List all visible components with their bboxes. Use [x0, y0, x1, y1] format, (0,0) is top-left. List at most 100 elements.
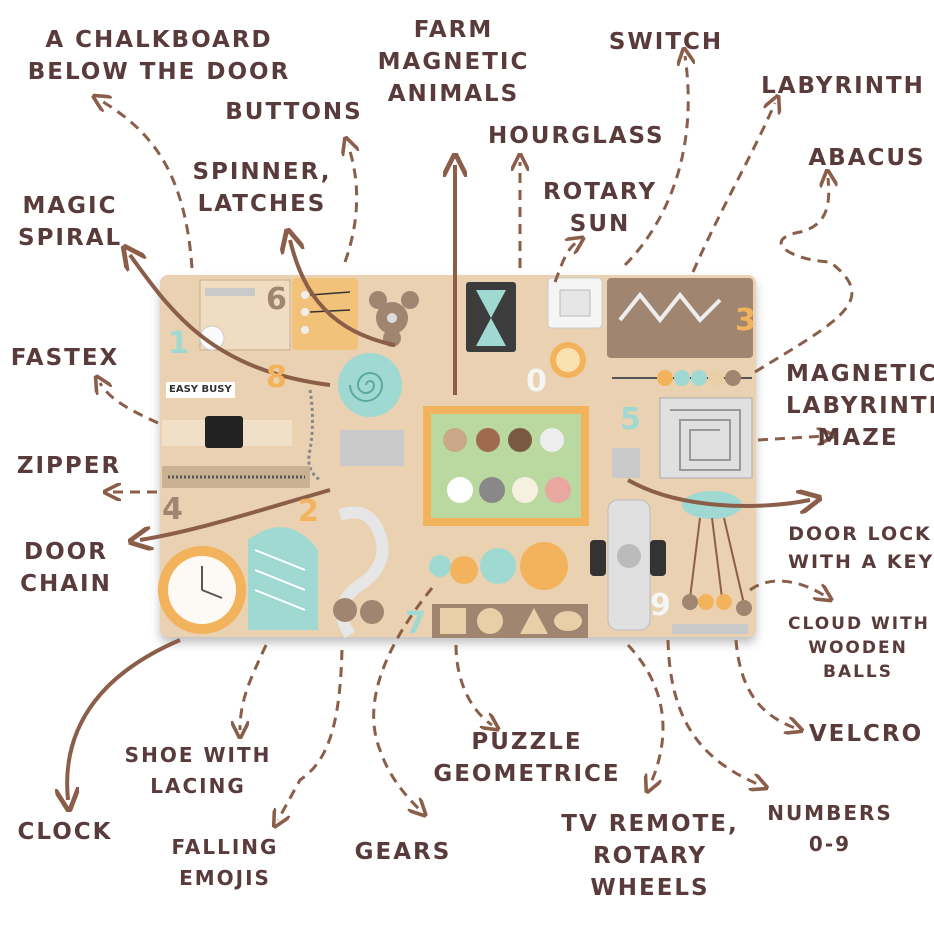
switch [547, 277, 603, 329]
label-cloud-line2: WOODEN [808, 638, 908, 658]
label-magic-spiral-line1: MAGIC [22, 193, 118, 219]
label-cloud-line3: BALLS [822, 662, 894, 682]
label-tv-remote-line1: TV REMOTE, [561, 811, 739, 837]
label-numbers-line1: NUMBERS [767, 801, 893, 825]
falling-emojis [333, 506, 389, 639]
label-door-chain-line2: CHAIN [20, 571, 112, 597]
label-zipper: ZIPPER [16, 453, 122, 479]
label-spinner-line1: SPINNER, [192, 159, 332, 185]
label-puzzle-line1: PUZZLE [471, 729, 583, 755]
arrow-door-chain [140, 488, 331, 540]
label-abacus: ABACUS [808, 145, 926, 171]
label-rotary-sun: ROTARY SUN [538, 176, 662, 240]
arrow-falling-emojis [278, 649, 344, 820]
board-number-4: 4 [162, 492, 185, 527]
buttons-panel [292, 278, 358, 350]
annotation-arrows [100, 56, 854, 820]
board-number-9: 9 [650, 588, 673, 623]
label-cloud-line1: CLOUD WITH [788, 614, 930, 634]
label-maze-line1: MAGNETIC [786, 361, 934, 387]
label-buttons: BUTTONS [225, 99, 363, 125]
label-rotary-sun-line2: SUN [569, 211, 631, 237]
arrow-buttons [345, 145, 357, 263]
clock [158, 546, 246, 634]
label-farm-line2: MAGNETIC [377, 49, 530, 75]
cloud-wooden-balls [682, 491, 752, 616]
arrow-cloud [749, 579, 825, 596]
label-numbers: NUMBERS 0-9 [762, 798, 898, 860]
board-number-2: 2 [298, 494, 321, 529]
chalkboard-door [199, 279, 291, 351]
label-spinner: SPINNER, LATCHES [188, 156, 336, 220]
label-puzzle-line2: GEOMETRICE [433, 761, 621, 787]
label-fastex: FASTEX [10, 345, 120, 371]
board-number-7: 7 [405, 606, 428, 641]
label-puzzle: PUZZLE GEOMETRICE [430, 726, 624, 790]
label-door-lock-line1: DOOR LOCK [788, 523, 932, 545]
label-farm-line1: FARM [413, 17, 494, 43]
door-chain-latch [307, 389, 404, 482]
label-cloud: CLOUD WITH WOODEN BALLS [788, 612, 928, 684]
arrow-spinner [290, 240, 396, 347]
magnetic-maze [659, 397, 753, 479]
label-shoe: SHOE WITH LACING [120, 740, 276, 802]
label-falling-emojis-line2: EMOJIS [179, 866, 271, 890]
label-door-chain-line1: DOOR [24, 539, 108, 565]
label-switch: SWITCH [608, 29, 724, 55]
label-gears: GEARS [354, 839, 452, 865]
label-magic-spiral-line2: SPIRAL [18, 225, 123, 251]
label-chalkboard-line2: BELOW THE DOOR [27, 59, 291, 85]
solid-arrows [67, 165, 810, 800]
labyrinth-panel: 3 [607, 278, 756, 358]
label-falling-emojis: FALLING EMOJIS [166, 832, 284, 894]
arrow-magic-spiral [130, 255, 331, 387]
arrow-fastex [100, 383, 159, 425]
board-number-5: 5 [620, 402, 643, 437]
svg-text:3: 3 [735, 303, 756, 338]
tv-remote [590, 499, 666, 631]
shoe-lacing [248, 527, 318, 630]
arrow-tv-remote [626, 643, 665, 785]
label-maze-line3: MAZE [817, 425, 899, 451]
arrow-gears [372, 587, 434, 810]
fastex [162, 416, 292, 448]
hourglass [466, 282, 516, 352]
brand-logo: Easy Busy [166, 382, 235, 398]
gears [429, 542, 568, 590]
label-maze-line2: LABYRINTH [786, 393, 934, 419]
arrow-clock [67, 638, 181, 800]
arrow-door-lock [627, 478, 810, 506]
arrow-velcro [734, 639, 795, 728]
label-shoe-line1: SHOE WITH [124, 743, 272, 767]
abacus [612, 370, 752, 386]
label-farm: FARM MAGNETIC ANIMALS [366, 14, 541, 110]
arrow-chalkboard [100, 100, 194, 269]
label-clock: CLOCK [17, 819, 113, 845]
animal-puzzle-frame [423, 406, 589, 526]
board-number-0: 0 [526, 364, 549, 399]
magic-spiral [338, 353, 402, 417]
label-rotary-sun-line1: ROTARY [542, 179, 658, 205]
label-numbers-line2: 0-9 [808, 832, 852, 856]
arrow-numbers [666, 639, 760, 785]
label-door-lock-line2: WITH A KEY [788, 551, 934, 573]
arrow-shoe [240, 644, 268, 730]
label-magic-spiral: MAGIC SPIRAL [18, 190, 122, 254]
label-shoe-line2: LACING [150, 774, 246, 798]
arrow-switch [623, 56, 688, 267]
arrow-maze [757, 436, 826, 440]
label-tv-remote-line3: WHEELS [590, 875, 710, 901]
label-spinner-line2: LATCHES [197, 191, 327, 217]
arrow-puzzle [454, 644, 492, 725]
geometric-puzzle [432, 604, 588, 638]
label-tv-remote: TV REMOTE, ROTARY WHEELS [560, 808, 740, 904]
door-lock [612, 448, 640, 478]
board-number-6: 6 [266, 282, 289, 317]
label-chalkboard-line1: A CHALKBOARD [45, 27, 273, 53]
arrow-labyrinth [691, 103, 775, 273]
label-magnetic-maze: MAGNETIC LABYRINTH MAZE [786, 358, 934, 454]
zipper [162, 466, 310, 488]
label-labyrinth: LABYRINTH [761, 73, 925, 99]
